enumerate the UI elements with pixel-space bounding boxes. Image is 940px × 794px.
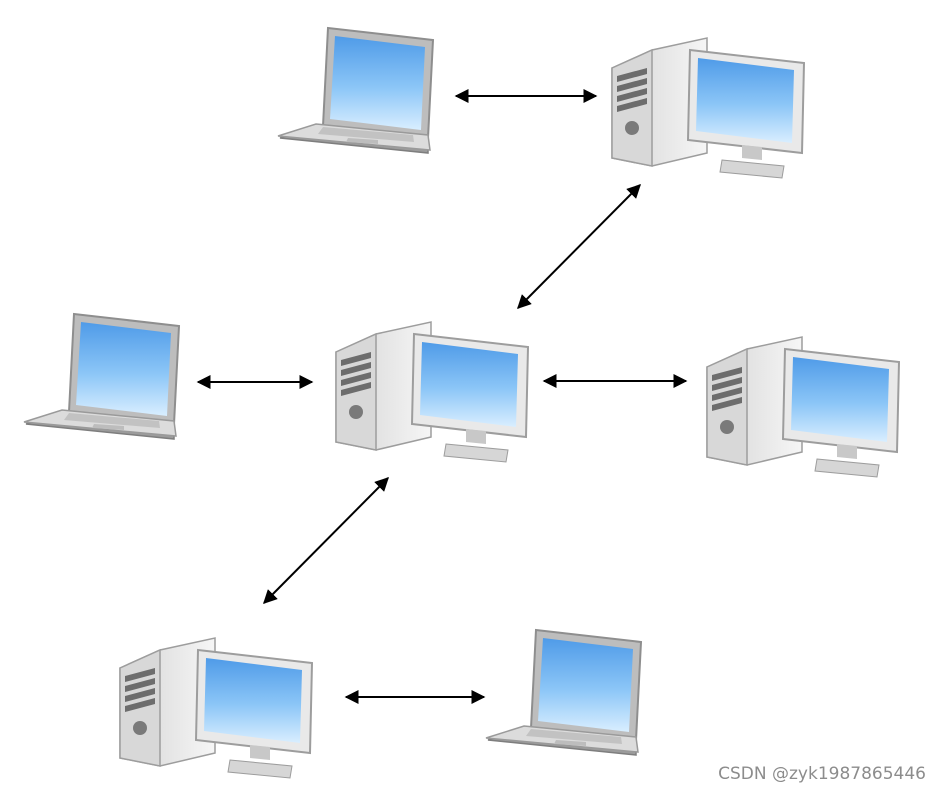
laptop-top-laptop-icon (277, 27, 434, 154)
desktop-top-desktop-icon (611, 37, 805, 179)
link-desktop-center-to-desktop-bottom (263, 477, 389, 604)
link-desktop-top-to-desktop-center (517, 184, 641, 309)
laptop-left-laptop-icon (23, 313, 180, 440)
watermark-text: CSDN @zyk1987865446 (718, 764, 926, 784)
laptop-bottom-laptop-icon (485, 629, 642, 756)
desktop-center-desktop-icon (335, 321, 529, 463)
desktop-right-desktop-icon (706, 336, 900, 478)
desktop-bottom-desktop-icon (119, 637, 313, 779)
